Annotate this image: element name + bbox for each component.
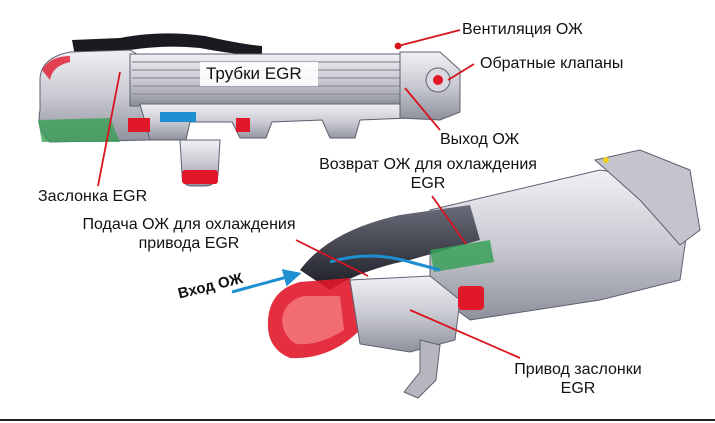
- coolant-inlet-arrow: [231, 269, 302, 294]
- label-flap-actuator-line1: Привод заслонки: [514, 361, 642, 378]
- red-boss-1: [128, 118, 150, 132]
- outlet-pipe-red-clamp: [182, 170, 218, 184]
- green-coolant-line-3d: [430, 240, 494, 272]
- label-check-valves: Обратные клапаны: [480, 55, 624, 72]
- actuator-red-connector: [458, 286, 484, 310]
- top-egr-cooler-assembly: [38, 33, 461, 187]
- leader-egr-supply: [295, 239, 369, 277]
- bottom-egr-module-assembly: [267, 149, 701, 399]
- leader-egr-flap: [97, 71, 121, 187]
- blue-return-pipe: [329, 254, 441, 272]
- green-coolant-passage: [38, 118, 120, 142]
- label-flap-actuator-line2: EGR: [560, 380, 596, 397]
- leader-lines: [97, 29, 521, 359]
- leader-coolant-vent-dot: [394, 42, 402, 50]
- leader-coolant-out: [404, 87, 441, 131]
- check-valve-inner: [433, 75, 443, 85]
- label-egr-drive-supply-line1: Подача ОЖ для охлаждения: [82, 216, 296, 233]
- label-egr-drive-supply: Подача ОЖ для охлаждения привода EGR: [64, 215, 314, 253]
- label-coolant-out: Выход ОЖ: [440, 131, 520, 148]
- leader-egr-return: [431, 195, 467, 245]
- leader-flap-actuator: [409, 309, 521, 359]
- flap-actuator-body: [349, 275, 461, 353]
- yellow-marker: [603, 157, 609, 163]
- red-boss-2: [236, 118, 250, 132]
- blue-fitting: [160, 112, 196, 122]
- label-egr-cooling-return-line2: EGR: [410, 175, 446, 192]
- label-egr-drive-supply-line2: привода EGR: [138, 235, 240, 252]
- leader-check-valves: [447, 63, 475, 81]
- egr-flap-inner: [282, 296, 344, 345]
- label-coolant-vent: Вентиляция ОЖ: [462, 21, 583, 38]
- egr-tubes-label-bg: [200, 62, 318, 86]
- right-flange-3d: [593, 149, 701, 246]
- leader-coolant-vent: [397, 29, 461, 47]
- lower-mounting-flange: [139, 103, 411, 141]
- red-flap-section: [42, 56, 70, 80]
- label-egr-cooling-return: Возврат ОЖ для охлаждения EGR: [298, 155, 558, 193]
- black-intake-duct: [300, 205, 480, 290]
- actuator-linkage: [403, 339, 441, 399]
- label-egr-cooling-return-line1: Возврат ОЖ для охлаждения: [319, 156, 537, 173]
- label-egr-tubes: Трубки EGR: [206, 64, 302, 83]
- label-flap-actuator: Привод заслонки EGR: [498, 360, 658, 398]
- label-egr-flap: Заслонка EGR: [38, 188, 148, 205]
- bottom-divider: [0, 419, 715, 421]
